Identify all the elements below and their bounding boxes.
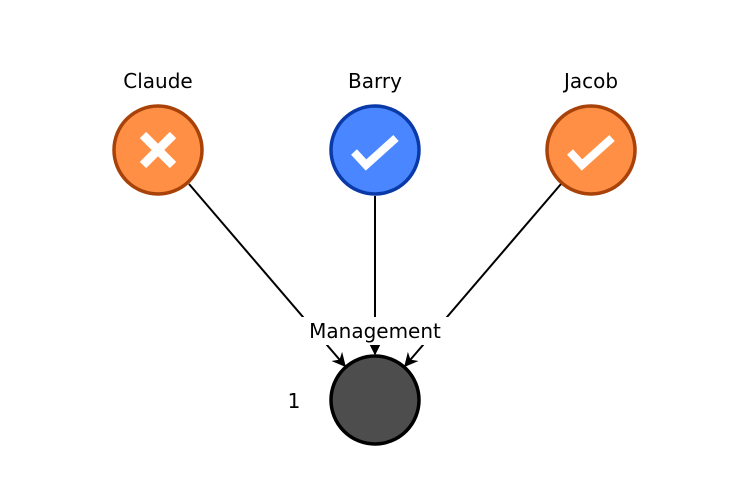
target-circle <box>329 354 421 446</box>
voter-circle-barry <box>329 104 421 196</box>
voter-name-barry: Barry <box>348 69 402 93</box>
x-mark-icon <box>139 131 177 169</box>
voter-barry: Barry <box>329 69 421 196</box>
checkmark-icon <box>567 135 615 171</box>
voter-name-claude: Claude <box>123 69 192 93</box>
voter-name-jacob: Jacob <box>562 69 618 93</box>
voter-claude: Claude <box>112 69 204 196</box>
target-count: 1 <box>288 389 301 413</box>
checkmark-icon <box>351 135 399 171</box>
voter-jacob: Jacob <box>545 69 637 196</box>
target-node: Management 1 <box>288 317 452 446</box>
target-label: Management <box>309 319 441 343</box>
voter-circle-jacob <box>545 104 637 196</box>
edge-label-background <box>298 317 452 345</box>
